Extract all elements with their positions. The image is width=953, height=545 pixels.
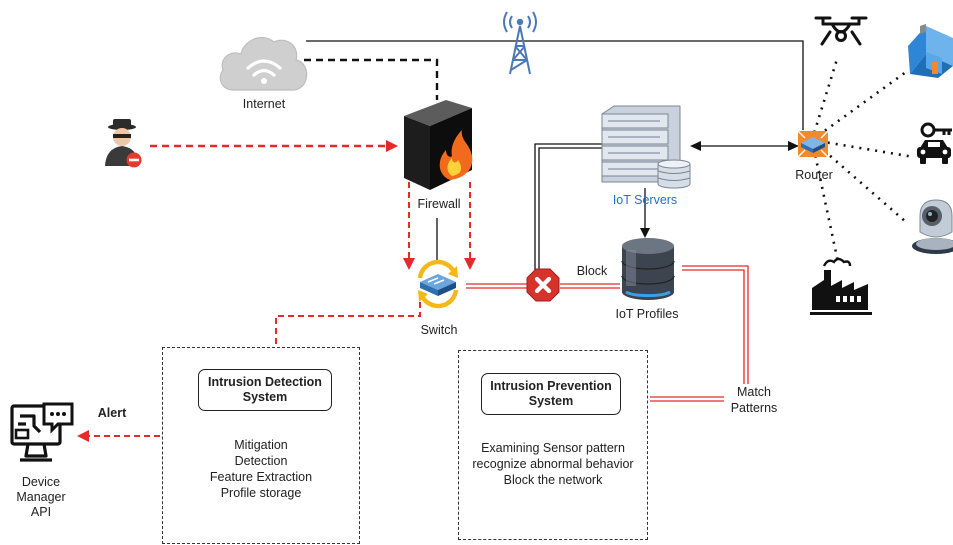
ids-panel: [162, 347, 360, 544]
computer-icon[interactable]: [10, 402, 76, 468]
ips-panel: [458, 350, 648, 540]
factory-icon: [810, 257, 872, 315]
block-icon: [526, 268, 560, 302]
ips-title: Intrusion Prevention System: [481, 373, 621, 415]
drone-icon: [814, 16, 868, 46]
firewall-icon: [404, 100, 473, 190]
ids-title-line-2: System: [242, 390, 288, 404]
iot-profiles-label: IoT Profiles: [615, 307, 679, 321]
ids-title-line-1: Intrusion Detection: [208, 375, 322, 389]
antenna-tower-icon: [503, 11, 537, 75]
ips-item: Block the network: [503, 473, 603, 487]
ids-item: Mitigation: [234, 438, 288, 452]
switch-ids-link: [275, 302, 421, 346]
house-icon: [908, 24, 953, 78]
ips-item: recognize abnormal behavior: [472, 457, 634, 471]
ips-items: Examining Sensor pattern recognize abnor…: [462, 440, 644, 488]
ids-title: Intrusion Detection System: [198, 369, 332, 411]
iot-servers-label: IoT Servers: [612, 193, 678, 207]
device-manager-line-1: Device: [21, 475, 61, 489]
ips-title-line-1: Intrusion Prevention: [490, 379, 612, 393]
ids-item: Detection: [234, 454, 288, 468]
internet-label: Internet: [242, 97, 286, 111]
ids-item: Profile storage: [220, 486, 302, 500]
alert-label: Alert: [97, 406, 127, 420]
router-label: Router: [795, 168, 833, 182]
cloud-icon: [219, 37, 308, 91]
firewall-label: Firewall: [417, 197, 461, 211]
ips-item: Examining Sensor pattern: [481, 441, 625, 455]
ids-item: Feature Extraction: [209, 470, 313, 484]
internet-router-link: [306, 40, 804, 130]
ids-items: Mitigation Detection Feature Extraction …: [168, 437, 354, 501]
internet-firewall-link: [304, 58, 439, 100]
block-label: Block: [576, 264, 608, 278]
hacker-icon: [105, 119, 142, 168]
switch-label: Switch: [420, 323, 458, 337]
camera-icon: [912, 199, 953, 254]
router-icon[interactable]: [797, 130, 829, 158]
switch-icon[interactable]: [410, 258, 466, 310]
match-patterns-line-2: Patterns: [730, 401, 778, 415]
server-icon: [601, 105, 691, 189]
car-key-icon: [917, 122, 952, 164]
match-patterns-label: Match Patterns: [722, 384, 786, 416]
device-manager-line-2: Manager: [16, 490, 66, 504]
device-manager-line-3: API: [30, 505, 52, 519]
database-icon: [621, 238, 675, 300]
ips-title-line-2: System: [528, 394, 574, 408]
device-manager-label: Device Manager API: [8, 475, 74, 520]
match-patterns-line-1: Match: [736, 385, 772, 399]
